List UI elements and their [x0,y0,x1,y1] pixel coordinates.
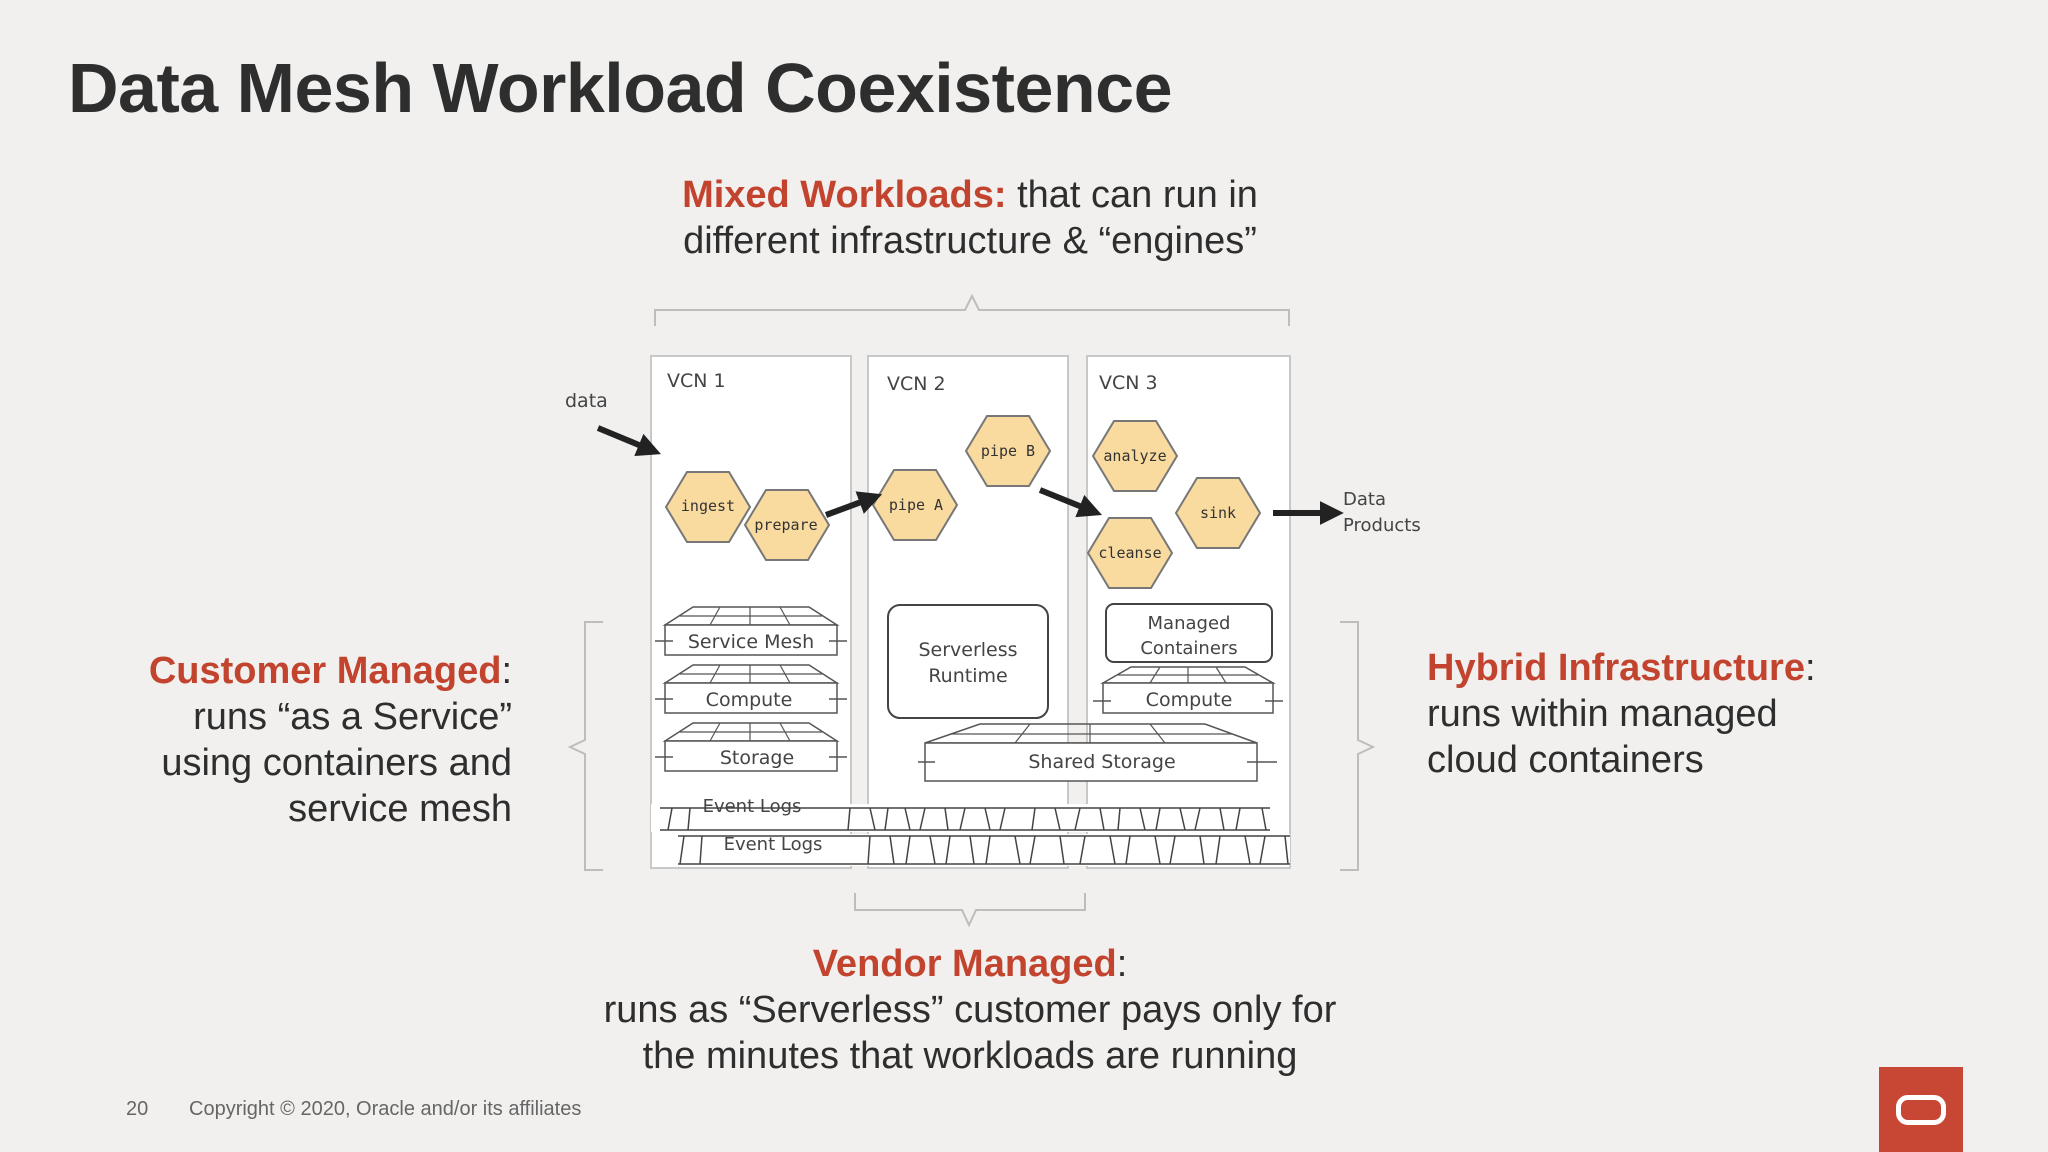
slide-title: Data Mesh Workload Coexistence [68,49,1173,127]
vcn-2-label: VCN 2 [887,373,946,395]
service-mesh-label: Service Mesh [688,631,814,653]
hexagon-ingest: ingest [664,471,752,543]
hybrid-infrastructure-line-1: runs within managed [1427,693,1778,735]
mixed-workloads-caption: Mixed Workloads: that can run in differe… [620,172,1320,264]
page-number: 20 [126,1098,149,1120]
data-input-label: data [565,390,608,412]
hexagon-prepare: prepare [743,489,831,561]
storage-vcn1-label: Storage [720,747,794,769]
bottom-brace [854,893,1086,928]
oracle-logo-icon [1879,1067,1963,1152]
customer-managed-line-3: service mesh [288,788,512,830]
hexagon-ingest-label: ingest [681,497,735,515]
vcn-1-column [650,355,852,869]
storage-layer-vcn1: Storage [655,722,847,772]
right-brace [1340,621,1376,871]
vendor-managed-colon: : [1116,943,1128,985]
serverless-label-2: Runtime [928,665,1007,687]
flow-arrow-prepare-to-pipe-a [824,491,883,518]
vendor-managed-caption: Vendor Managed: runs as “Serverless” cus… [560,941,1380,1079]
mixed-workloads-label: Mixed Workloads: [682,174,1007,216]
top-brace [654,293,1290,326]
mixed-workloads-text-1: that can run in [1006,174,1258,216]
compute-layer-vcn1: Compute [655,664,847,714]
serverless-label-1: Serverless [918,639,1017,661]
event-logs-row-2: Event Logs [656,834,1290,866]
customer-managed-colon: : [501,650,512,692]
compute-vcn1-label: Compute [706,689,793,711]
vcn-1-label: VCN 1 [667,370,726,392]
event-logs-row-1: Event Logs [651,796,1273,832]
oracle-logo-ring [1896,1094,1946,1125]
hexagon-analyze: analyze [1091,420,1179,492]
hexagon-pipe-a: pipe A [871,469,959,541]
customer-managed-label: Customer Managed [148,650,502,692]
left-brace [567,621,603,871]
hybrid-infrastructure-line-2: cloud containers [1427,739,1704,781]
managed-containers-box: Managed Containers [1105,603,1273,663]
vcn-3-label: VCN 3 [1099,372,1158,394]
compute-layer-vcn3: Compute [1093,666,1283,714]
flow-arrow-pipe-b-to-cleanse [1038,487,1103,518]
hexagon-sink: sink [1174,477,1262,549]
hexagon-analyze-label: analyze [1103,447,1166,465]
hybrid-infrastructure-label: Hybrid Infrastructure [1427,647,1805,689]
customer-managed-caption: Customer Managed: runs “as a Service” us… [60,648,512,832]
serverless-runtime-box: Serverless Runtime [887,604,1049,719]
customer-managed-line-1: runs “as a Service” [193,696,512,738]
hexagon-pipe-b-label: pipe B [981,442,1035,460]
shared-storage-label: Shared Storage [1028,751,1175,773]
shared-storage-layer: Shared Storage [918,723,1277,782]
vendor-managed-line-1: runs as “Serverless” customer pays only … [603,989,1337,1031]
hexagon-sink-label: sink [1200,504,1236,522]
hybrid-infrastructure-caption: Hybrid Infrastructure: runs within manag… [1427,645,1947,783]
customer-managed-line-2: using containers and [161,742,512,784]
hexagon-cleanse: cleanse [1086,517,1174,589]
vendor-managed-line-2: the minutes that workloads are running [642,1035,1298,1077]
mixed-workloads-text-2: different infrastructure & “engines” [683,220,1257,262]
managed-containers-label-1: Managed [1148,613,1231,634]
hexagon-pipe-a-label: pipe A [889,496,943,514]
compute-vcn3-label: Compute [1146,689,1233,711]
managed-containers-label-2: Containers [1140,638,1237,659]
data-input-arrow [596,425,661,457]
service-mesh-layer: Service Mesh [655,606,847,656]
event-logs-label-2: Event Logs [724,834,823,855]
hexagon-pipe-b: pipe B [964,415,1052,487]
hexagon-cleanse-label: cleanse [1098,544,1161,562]
copyright-notice: Copyright © 2020, Oracle and/or its affi… [189,1098,582,1120]
data-products-label-2: Products [1343,515,1421,536]
hybrid-infrastructure-colon: : [1804,647,1816,689]
event-logs-label-1: Event Logs [703,796,802,817]
vendor-managed-label: Vendor Managed [812,943,1117,985]
data-products-label-1: Data [1343,489,1386,510]
hexagon-prepare-label: prepare [754,516,817,534]
